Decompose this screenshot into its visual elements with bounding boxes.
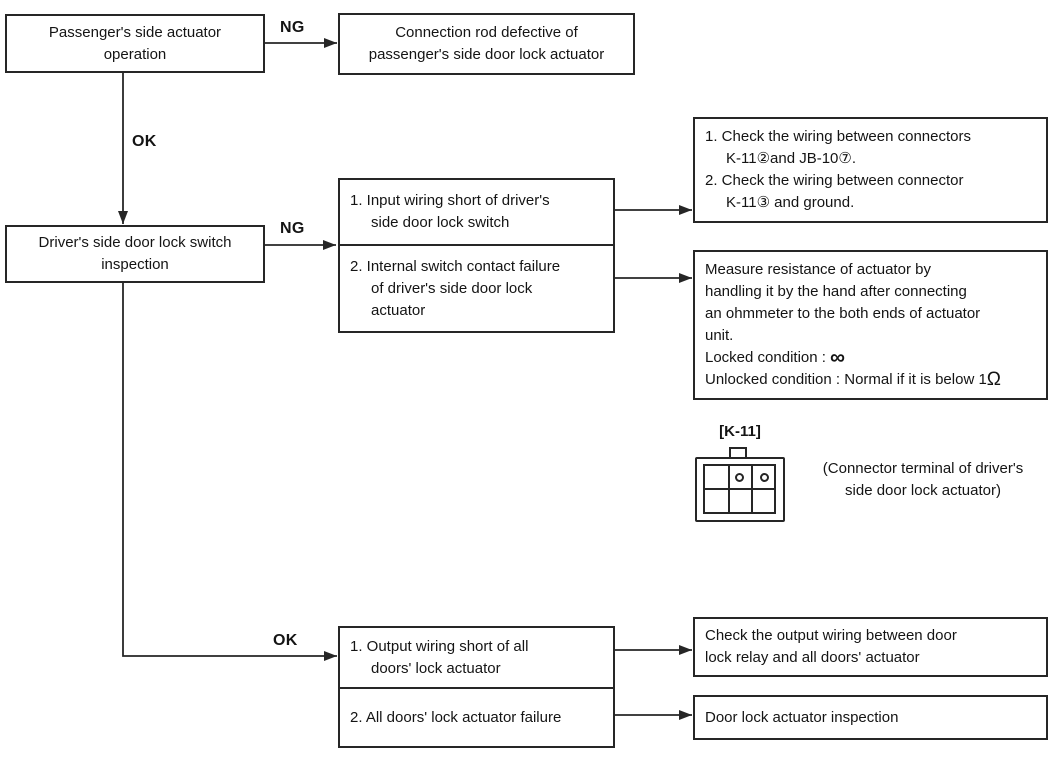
node-text-line: side door lock actuator) [845,482,1001,499]
node-text-line: handling it by the hand after connecting [705,283,967,300]
node-text-line: 2. Internal switch contact failure [350,257,561,275]
node-text-line: unit. [705,327,734,344]
node-text-line: 1. Input wiring short of driver's [350,192,550,209]
node-text-line: (Connector terminal of driver's [822,460,1024,477]
infinity-symbol: ∞ [830,346,846,369]
node-text-line: operation [103,45,167,63]
unlocked-condition-label: Unlocked condition : Normal if it is bel… [705,371,987,388]
terminal-pin-icon [735,473,744,482]
node-connection-rod-defective: Connection rod defective of passenger's … [338,13,635,75]
locked-condition-line: Locked condition : ∞ [705,347,1036,369]
fault-item-input-wiring-short: 1. Input wiring short of driver's side d… [340,180,613,246]
node-switch-fault-causes: 1. Input wiring short of driver's side d… [338,178,615,333]
node-text-line: Check the output wiring between door [705,627,957,644]
node-measure-resistance: Measure resistance of actuator by handli… [693,250,1048,400]
connector-pin-grid [703,464,776,514]
node-text-line: Connection rod defective of [395,24,578,41]
branch-label-ng: NG [280,220,305,237]
connector-caption: (Connector terminal of driver's side doo… [793,458,1050,502]
node-text-line: inspection [101,256,169,273]
connector-name-label: [K-11] [719,423,761,440]
node-door-lock-actuator-inspection: Door lock actuator inspection [693,695,1048,740]
node-passenger-actuator-operation: Passenger's side actuator operation [5,14,265,73]
connector-terminal-diagram [695,457,785,522]
node-check-wiring-actions: 1. Check the wiring between connectors K… [693,117,1048,223]
node-text-line: 1. Output wiring short of all [350,637,529,655]
node-text-line: side door lock switch [371,214,510,231]
node-text-line: Driver's side door lock switch [38,234,232,251]
ohm-symbol: Ω [986,369,1002,390]
unlocked-condition-line: Unlocked condition : Normal if it is bel… [705,369,1036,391]
node-output-fault-causes: 1. Output wiring short of all doors' loc… [338,626,615,748]
node-text-line: 2. All doors' lock actuator failure [350,708,562,726]
branch-label-ng: NG [280,19,305,36]
terminal-pin-icon [760,473,769,482]
node-text-line: 1. Check the wiring between connectors [705,128,971,145]
node-text-line: 2. Check the wiring between connector [705,172,964,189]
fault-item-internal-switch-contact: 2. Internal switch contact failure of dr… [340,246,613,331]
node-text-line: of driver's side door lock [371,279,533,297]
fault-item-actuator-failure: 2. All doors' lock actuator failure [340,689,613,746]
node-text-line: Measure resistance of actuator by [705,261,931,278]
branch-label-ok: OK [273,632,298,649]
branch-label-ok: OK [132,133,157,150]
node-text-line: doors' lock actuator [371,659,501,677]
node-text-line: lock relay and all doors' actuator [705,649,920,666]
arrow-driver-ok [122,283,337,661]
locked-condition-label: Locked condition : [705,349,831,366]
node-text-line: an ohmmeter to the both ends of actuator [705,305,981,322]
node-text-line: Passenger's side actuator [48,23,222,41]
grid-divider [705,488,774,490]
node-text-line: actuator [371,301,426,319]
node-text-line: passenger's side door lock actuator [368,46,605,63]
node-text-line: K-11②and JB-10⑦. [726,150,857,167]
node-text-line: Door lock actuator inspection [705,708,899,726]
fault-item-output-wiring-short: 1. Output wiring short of all doors' loc… [340,628,613,689]
node-check-output-wiring: Check the output wiring between door loc… [693,617,1048,677]
node-text-line: K-11③ and ground. [726,194,855,211]
node-driver-switch-inspection: Driver's side door lock switch inspectio… [5,225,265,283]
